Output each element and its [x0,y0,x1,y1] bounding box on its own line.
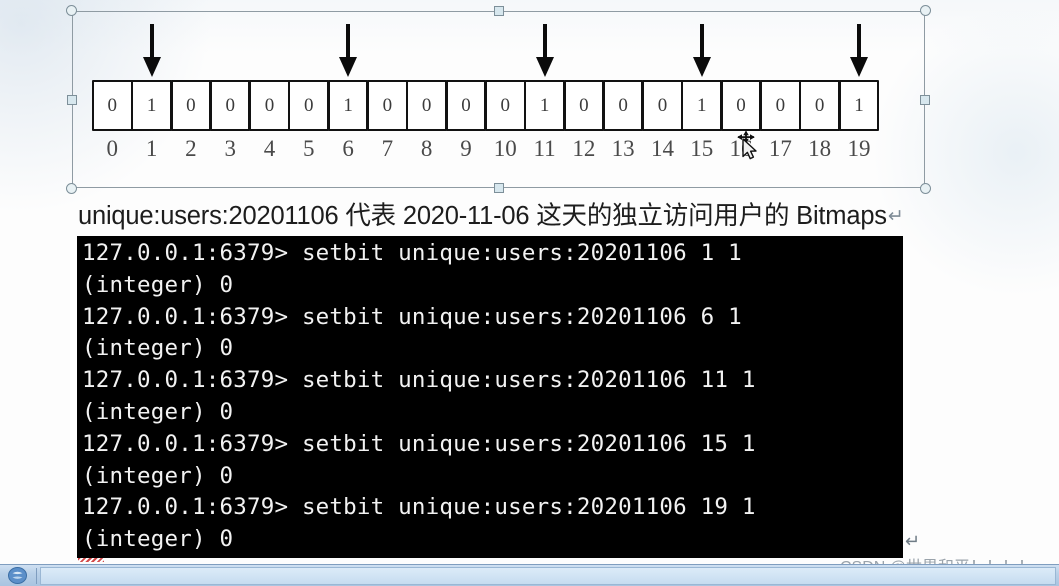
windows-start-icon[interactable] [2,566,32,586]
bit-index-label-19: 19 [847,136,871,161]
bit-index-label-14: 14 [650,136,674,161]
bit-cell-9: 0 [445,80,487,131]
bit-cell-2: 0 [170,80,212,131]
bit-cell-7: 0 [367,80,408,131]
set-bit-arrow-icon-19 [849,24,869,78]
paragraph-mark-icon: ↵ [887,206,904,227]
resize-handle-top-left[interactable] [66,5,77,16]
bit-index-label-15: 15 [690,136,714,161]
bit-cell-8: 0 [406,80,447,131]
bit-index-label-10: 10 [493,136,517,161]
bit-index-label-2: 2 [185,136,197,161]
terminal-output: 127.0.0.1:6379> setbit unique:users:2020… [77,236,903,556]
bit-index-label-1: 1 [145,136,158,161]
bit-index-label-16: 16 [729,136,753,161]
set-bit-arrow-icon-6 [338,24,358,78]
bit-cell-13: 0 [602,80,644,131]
resize-handle-left-middle[interactable] [67,94,77,105]
bit-cell-15: 1 [681,80,723,131]
set-bit-arrow-icon-1 [142,24,162,78]
bit-index-label-8: 8 [420,136,433,161]
bit-cell-18: 0 [799,80,840,131]
terminal-line-5: 127.0.0.1:6379> setbit unique:users:2020… [82,367,756,394]
bit-cell-14: 0 [642,80,683,131]
resize-handle-bottom-right[interactable] [920,183,931,194]
bit-index-label-6: 6 [342,136,354,161]
windows-taskbar[interactable] [0,564,1059,586]
bit-cell-5: 0 [288,80,330,131]
bit-index-label-9: 9 [460,136,472,161]
set-bit-arrow-icon-15 [692,24,712,78]
spellcheck-squiggle [78,558,104,562]
bit-cell-12: 0 [563,80,605,131]
terminal-line-8: (integer) 0 [82,462,234,489]
bit-cell-10: 0 [484,80,526,131]
set-bit-arrow-icon-11 [535,24,555,78]
terminal-line-2: (integer) 0 [82,271,234,298]
terminal-line-9: 127.0.0.1:6379> setbit unique:users:2020… [82,494,756,521]
image-selection-frame[interactable] [66,5,931,194]
bit-index-label-0: 0 [106,136,119,161]
terminal-line-10: (integer) 0 [82,526,234,553]
terminal-line-3: 127.0.0.1:6379> setbit unique:users:2020… [82,303,742,330]
bit-index-label-4: 4 [263,136,276,161]
terminal-line-6: (integer) 0 [82,398,234,425]
taskbar-task-strip[interactable] [40,566,1056,585]
bit-cell-17: 0 [760,80,801,131]
bit-index-label-13: 13 [611,136,635,161]
bit-cell-16: 0 [720,80,762,131]
bit-cell-11: 1 [524,80,565,131]
bit-index-label-7: 7 [381,136,394,161]
bit-cell-1: 1 [131,80,172,131]
resize-handle-top-middle[interactable] [493,6,504,16]
bit-cell-6: 1 [327,80,369,131]
bit-index-label-11: 11 [533,136,556,161]
bitmap-arrow-row [92,24,904,78]
figure-caption-text: unique:users:20201106 代表 2020-11-06 这天的独… [78,202,887,230]
terminal-line-1: 127.0.0.1:6379> setbit unique:users:2020… [82,240,742,266]
figure-caption: unique:users:20201106 代表 2020-11-06 这天的独… [78,195,1038,232]
resize-handle-bottom-left[interactable] [66,183,77,194]
bit-index-label-3: 3 [224,136,236,161]
taskbar-divider [36,567,37,584]
bit-index-label-17: 17 [768,136,792,161]
bit-index-label-12: 12 [572,136,596,161]
redis-cli-terminal[interactable]: 127.0.0.1:6379> setbit unique:users:2020… [77,236,903,558]
bit-cell-0: 0 [92,80,133,131]
bit-cell-4: 0 [249,80,290,131]
resize-handle-right-middle[interactable] [920,94,930,105]
resize-handle-bottom-middle[interactable] [493,183,504,193]
terminal-paragraph-mark-icon: ↵ [905,531,921,551]
bit-cell-19: 1 [838,80,880,131]
bit-index-label-18: 18 [808,136,832,161]
terminal-line-7: 127.0.0.1:6379> setbit unique:users:2020… [82,430,756,457]
bit-cell-3: 0 [209,80,251,131]
bit-index-label-5: 5 [303,136,315,161]
terminal-line-4: (integer) 0 [82,335,234,362]
resize-handle-top-right[interactable] [920,5,931,16]
